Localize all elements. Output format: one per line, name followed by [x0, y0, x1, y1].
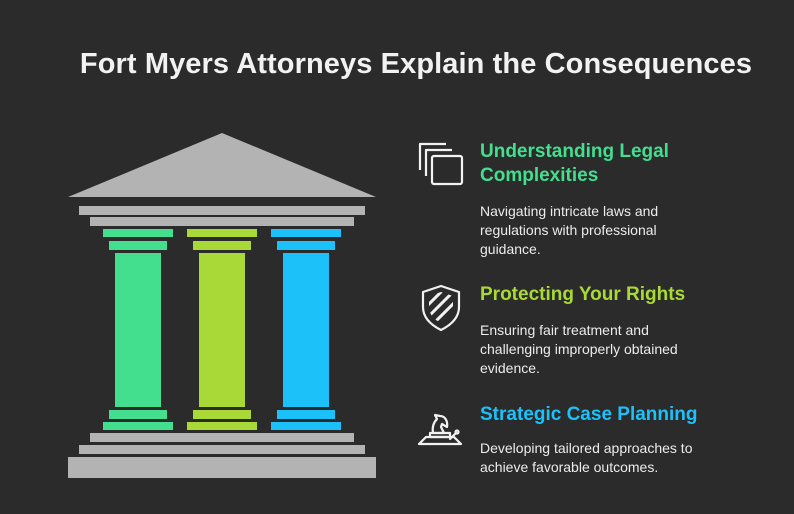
shield-icon: [421, 284, 461, 332]
item-description: Ensuring fair treatment and challenging …: [480, 322, 678, 376]
temple-step-2: [79, 445, 365, 454]
temple-step-3: [68, 457, 376, 478]
temple-roof: [68, 133, 376, 197]
column-green: [103, 229, 173, 430]
temple-step-1: [90, 433, 354, 442]
temple-entablature-bottom: [90, 217, 354, 226]
column-blue: [271, 229, 341, 430]
temple-entablature-top: [79, 206, 365, 215]
courthouse-illustration: [68, 133, 376, 478]
item-heading: Strategic Case Planning: [480, 404, 698, 425]
column-lime: [187, 229, 257, 430]
item-description: Navigating intricate laws and regulation…: [480, 203, 659, 257]
overlapping-squares-icon: [418, 142, 464, 186]
item-heading: Protecting Your Rights: [480, 284, 686, 305]
item-description: Developing tailored approaches to achiev…: [480, 440, 693, 475]
item-heading: Understanding Legal Complexities: [480, 141, 669, 186]
chess-knight-icon: [417, 413, 463, 446]
page-title: Fort Myers Attorneys Explain the Consequ…: [79, 48, 753, 80]
